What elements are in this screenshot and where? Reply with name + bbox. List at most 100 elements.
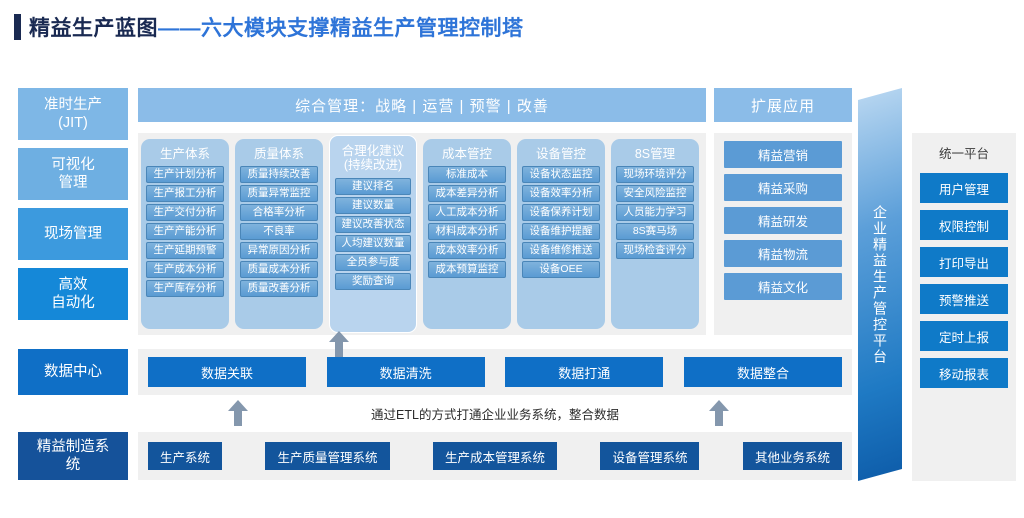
source-system-item[interactable]: 生产质量管理系统 — [265, 442, 390, 470]
unified-platform-item[interactable]: 移动报表 — [920, 358, 1008, 388]
sidebar-item-label: 准时生产 (JIT) — [44, 96, 102, 131]
sidebar-item-label: 现场管理 — [44, 225, 102, 242]
module-item[interactable]: 生产报工分析 — [146, 185, 224, 203]
extension-app-item[interactable]: 精益采购 — [724, 174, 842, 201]
module-item[interactable]: 现场环境评分 — [616, 166, 694, 184]
module-item[interactable]: 质量改善分析 — [240, 280, 318, 298]
vertical-platform-banner: 企业精益生产管控平台 — [858, 88, 902, 481]
module-item[interactable]: 现场检查评分 — [616, 242, 694, 260]
module-item[interactable]: 设备维护提醒 — [522, 223, 600, 241]
sidebar-item-3[interactable]: 高效 自动化 — [18, 268, 128, 320]
etl-caption-row: 通过ETL的方式打通企业业务系统，整合数据 — [138, 396, 852, 430]
module-item[interactable]: 生产库存分析 — [146, 280, 224, 298]
module-item[interactable]: 成本预算监控 — [428, 261, 506, 279]
sidebar-item-label: 数据中心 — [44, 363, 102, 380]
module-title: 生产体系 — [159, 147, 210, 161]
module-item-list: 建议排名建议数量建议改善状态人均建议数量全员参与度奖励查询 — [335, 177, 411, 290]
module-item[interactable]: 8S赛马场 — [616, 223, 694, 241]
unified-platform-item[interactable]: 权限控制 — [920, 210, 1008, 240]
title-accent-bar — [14, 14, 21, 40]
sidebar-item-5[interactable]: 精益制造系 统 — [18, 432, 128, 480]
module-title: 合理化建议 (持续改进) — [341, 144, 405, 173]
title-blue-text: ——六大模块支撑精益生产管理控制塔 — [158, 17, 524, 40]
module-column-0: 生产体系生产计划分析生产报工分析生产交付分析生产产能分析生产延期预警生产成本分析… — [141, 139, 229, 329]
module-item[interactable]: 生产成本分析 — [146, 261, 224, 279]
arrow-up-modules — [329, 331, 349, 357]
module-item[interactable]: 人员能力学习 — [616, 204, 694, 222]
module-title: 质量体系 — [253, 147, 304, 161]
sidebar-item-label: 可视化 管理 — [51, 156, 95, 191]
data-center-item[interactable]: 数据清洗 — [326, 357, 485, 387]
module-column-4: 设备管控设备状态监控设备效率分析设备保养计划设备维护提醒设备维修推送设备OEE — [517, 139, 605, 329]
module-item[interactable]: 建议改善状态 — [335, 215, 411, 233]
module-item[interactable]: 人工成本分析 — [428, 204, 506, 222]
vertical-banner-label: 企业精益生产管控平台 — [872, 204, 889, 365]
extension-app-item[interactable]: 精益文化 — [724, 273, 842, 300]
arrow-up-etl-right — [709, 400, 729, 426]
module-item[interactable]: 设备状态监控 — [522, 166, 600, 184]
module-item[interactable]: 设备保养计划 — [522, 204, 600, 222]
data-center-item[interactable]: 数据整合 — [683, 357, 842, 387]
page-title: 精益生产蓝图——六大模块支撑精益生产管理控制塔 — [14, 12, 524, 42]
module-title: 成本管控 — [441, 147, 492, 161]
unified-platform-list: 用户管理权限控制打印导出预警推送定时上报移动报表 — [920, 173, 1008, 388]
module-item[interactable]: 设备OEE — [522, 261, 600, 279]
module-item[interactable]: 成本效率分析 — [428, 242, 506, 260]
arrow-up-etl-left — [228, 400, 248, 426]
header-extension-apps[interactable]: 扩展应用 — [714, 88, 852, 122]
unified-platform-item[interactable]: 定时上报 — [920, 321, 1008, 351]
module-item[interactable]: 生产产能分析 — [146, 223, 224, 241]
module-column-3: 成本管控标准成本成本差异分析人工成本分析材料成本分析成本效率分析成本预算监控 — [423, 139, 511, 329]
module-item[interactable]: 异常原因分析 — [240, 242, 318, 260]
module-item-list: 质量持续改善质量异常监控合格率分析不良率异常原因分析质量成本分析质量改善分析 — [240, 166, 318, 298]
module-item[interactable]: 材料成本分析 — [428, 223, 506, 241]
source-system-item[interactable]: 生产系统 — [148, 442, 223, 470]
module-title: 8S管理 — [634, 147, 676, 161]
title-dark-text: 精益生产蓝图 — [29, 17, 158, 40]
data-center-item[interactable]: 数据打通 — [505, 357, 664, 387]
module-item[interactable]: 质量异常监控 — [240, 185, 318, 203]
extension-app-item[interactable]: 精益营销 — [724, 141, 842, 168]
module-item[interactable]: 安全风险监控 — [616, 185, 694, 203]
module-item[interactable]: 质量成本分析 — [240, 261, 318, 279]
module-title: 设备管控 — [535, 147, 586, 161]
source-system-item[interactable]: 设备管理系统 — [600, 442, 700, 470]
sidebar-item-4[interactable]: 数据中心 — [18, 349, 128, 395]
unified-platform-item[interactable]: 打印导出 — [920, 247, 1008, 277]
extension-app-item[interactable]: 精益研发 — [724, 207, 842, 234]
module-item[interactable]: 标准成本 — [428, 166, 506, 184]
module-item[interactable]: 奖励查询 — [335, 272, 411, 290]
module-item[interactable]: 人均建议数量 — [335, 234, 411, 252]
module-item[interactable]: 生产交付分析 — [146, 204, 224, 222]
module-item[interactable]: 生产计划分析 — [146, 166, 224, 184]
unified-platform-panel: 统一平台 用户管理权限控制打印导出预警推送定时上报移动报表 — [912, 133, 1016, 481]
module-item[interactable]: 成本差异分析 — [428, 185, 506, 203]
sidebar-item-2[interactable]: 现场管理 — [18, 208, 128, 260]
extension-app-item[interactable]: 精益物流 — [724, 240, 842, 267]
module-item[interactable]: 全员参与度 — [335, 253, 411, 271]
sidebar-item-0[interactable]: 准时生产 (JIT) — [18, 88, 128, 140]
module-item[interactable]: 建议数量 — [335, 196, 411, 214]
source-system-item[interactable]: 其他业务系统 — [742, 442, 842, 470]
module-item-list: 标准成本成本差异分析人工成本分析材料成本分析成本效率分析成本预算监控 — [428, 166, 506, 279]
etl-caption: 通过ETL的方式打通企业业务系统，整合数据 — [371, 407, 619, 422]
module-item[interactable]: 设备效率分析 — [522, 185, 600, 203]
source-system-item[interactable]: 生产成本管理系统 — [432, 442, 557, 470]
module-item[interactable]: 不良率 — [240, 223, 318, 241]
header-comprehensive-management[interactable]: 综合管理：战略 | 运营 | 预警 | 改善 — [138, 88, 706, 122]
sidebar-item-1[interactable]: 可视化 管理 — [18, 148, 128, 200]
module-item[interactable]: 设备维修推送 — [522, 242, 600, 260]
extension-apps-panel: 精益营销精益采购精益研发精益物流精益文化 — [714, 133, 852, 335]
sidebar-item-label: 高效 自动化 — [51, 276, 95, 311]
source-systems-row: 生产系统 生产质量管理系统 生产成本管理系统 设备管理系统 其他业务系统 — [138, 432, 852, 480]
module-item[interactable]: 建议排名 — [335, 177, 411, 195]
data-center-item[interactable]: 数据关联 — [148, 357, 306, 387]
unified-platform-item[interactable]: 预警推送 — [920, 284, 1008, 314]
module-item[interactable]: 生产延期预警 — [146, 242, 224, 260]
unified-platform-item[interactable]: 用户管理 — [920, 173, 1008, 203]
module-item[interactable]: 合格率分析 — [240, 204, 318, 222]
module-item[interactable]: 质量持续改善 — [240, 166, 318, 184]
